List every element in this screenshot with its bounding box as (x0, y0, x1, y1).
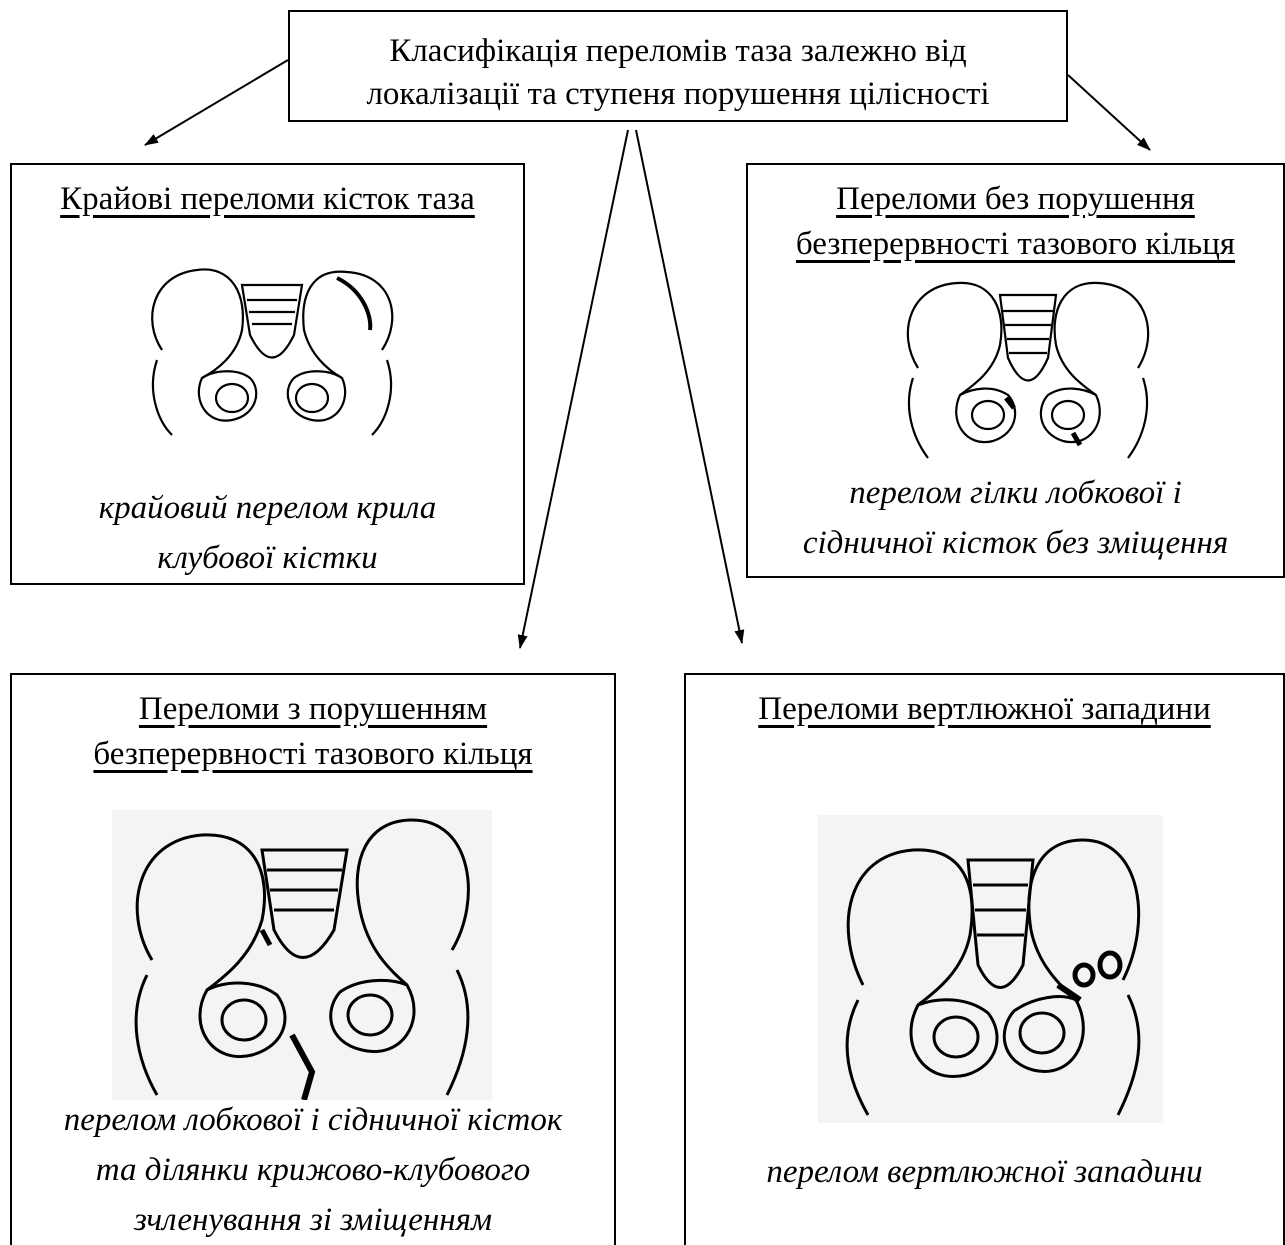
panel-caption: перелом гілки лобкової і сідничної кісто… (748, 468, 1283, 568)
panel-marginal-fractures: Крайові переломи кісток таза крайовий пе… (10, 163, 525, 585)
arrow-to-disruption (520, 130, 628, 648)
panel-ring-disruption: Переломи з порушенням безперервності таз… (10, 673, 616, 1245)
panel-caption-line: перелом гілки лобкової і (748, 468, 1283, 518)
panel-title: Переломи з порушенням безперервності таз… (12, 687, 614, 777)
panel-caption-line: та ділянки крижово-клубового (12, 1145, 614, 1195)
panel-caption-line: зчленування зі зміщенням (12, 1195, 614, 1245)
panel-title-line: Переломи без порушення (748, 177, 1283, 222)
pelvis-illustration (888, 273, 1168, 468)
panel-caption-line: крайовий перелом крила (12, 483, 523, 533)
arrow-to-acetabulum (636, 130, 742, 643)
panel-title-line: Переломи з порушенням (12, 687, 614, 732)
panel-title-line: безперервності тазового кільця (748, 222, 1283, 267)
panel-caption-line: перелом вертлюжної западини (686, 1147, 1283, 1197)
pelvis-illustration (112, 810, 492, 1100)
classification-title-box: Класифікація переломів таза залежно від … (288, 10, 1068, 122)
panel-caption: перелом вертлюжної западини (686, 1147, 1283, 1197)
panel-title: Переломи без порушення безперервності та… (748, 177, 1283, 267)
panel-title: Крайові переломи кісток таза (12, 177, 523, 222)
classification-title-line-2: локалізації та ступеня порушення цілісно… (290, 73, 1066, 116)
arrow-to-no-disruption (1068, 75, 1150, 150)
panel-caption: перелом лобкової і сідничної кісток та д… (12, 1095, 614, 1245)
pelvis-illustration (818, 815, 1163, 1123)
panel-acetabulum-fractures: Переломи вертлюжної западини перелом вер… (684, 673, 1285, 1245)
panel-caption-line: перелом лобкової і сідничної кісток (12, 1095, 614, 1145)
panel-title: Переломи вертлюжної западини (686, 687, 1283, 732)
panel-title-line: Переломи вертлюжної западини (686, 687, 1283, 732)
panel-caption-line: клубової кістки (12, 533, 523, 583)
panel-caption: крайовий перелом крила клубової кістки (12, 483, 523, 583)
panel-caption-line: сідничної кісток без зміщення (748, 518, 1283, 568)
arrow-to-marginal (145, 60, 288, 145)
panel-title-line: безперервності тазового кільця (12, 732, 614, 777)
panel-no-ring-disruption: Переломи без порушення безперервності та… (746, 163, 1285, 578)
pelvis-illustration (132, 260, 412, 450)
panel-title-line: Крайові переломи кісток таза (12, 177, 523, 222)
classification-title-line-1: Класифікація переломів таза залежно від (290, 30, 1066, 73)
